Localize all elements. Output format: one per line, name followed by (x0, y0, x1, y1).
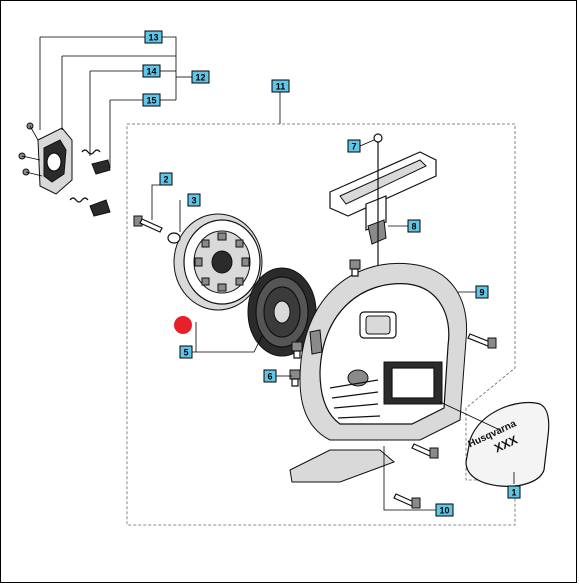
nut-lower (289, 369, 301, 387)
starter-handle (329, 151, 437, 245)
nut-upper (349, 259, 361, 277)
pulley-bolt (133, 215, 163, 233)
starter-pawl-assembly (18, 122, 111, 217)
callout-6: 6 (263, 369, 277, 383)
callout-10: 10 (435, 503, 454, 517)
callout-8: 8 (407, 219, 421, 233)
callout-12: 12 (191, 70, 210, 84)
callout-9: 9 (475, 285, 489, 299)
svg-text:13: 13 (148, 33, 158, 43)
svg-text:12: 12 (195, 73, 205, 83)
svg-text:8: 8 (411, 222, 416, 232)
svg-text:15: 15 (146, 96, 156, 106)
callout-15: 15 (142, 93, 161, 107)
callout-5: 5 (179, 345, 193, 359)
husqvarna-decal: Husqvarna XXX (465, 401, 550, 487)
svg-text:2: 2 (163, 175, 168, 185)
assembly-boundary-11 (126, 123, 516, 526)
callout-14: 14 (142, 64, 161, 78)
svg-text:9: 9 (479, 288, 484, 298)
housing-screw-top (467, 333, 497, 349)
svg-text:10: 10 (439, 506, 449, 516)
svg-text:11: 11 (276, 82, 286, 92)
red-position-marker (174, 316, 192, 334)
leader-lines (39, 36, 515, 511)
recoil-spring-cassette (247, 267, 317, 357)
callout-13: 13 (144, 30, 163, 44)
callout-2: 2 (159, 172, 173, 186)
washer (167, 232, 181, 244)
svg-text:3: 3 (191, 196, 196, 206)
housing-screw-bottom (393, 493, 421, 509)
callout-1: 1 (507, 485, 521, 499)
housing-screw-right (411, 443, 439, 459)
nut-left (291, 341, 303, 359)
rope-pulley (173, 213, 263, 311)
starter-housing (289, 262, 468, 483)
svg-text:5: 5 (183, 348, 188, 358)
svg-text:7: 7 (351, 142, 356, 152)
callout-7: 7 (347, 139, 361, 153)
svg-text:1: 1 (511, 488, 516, 498)
svg-text:14: 14 (146, 67, 156, 77)
svg-text:6: 6 (267, 372, 272, 382)
callout-11: 11 (271, 79, 290, 93)
callout-3: 3 (187, 193, 201, 207)
